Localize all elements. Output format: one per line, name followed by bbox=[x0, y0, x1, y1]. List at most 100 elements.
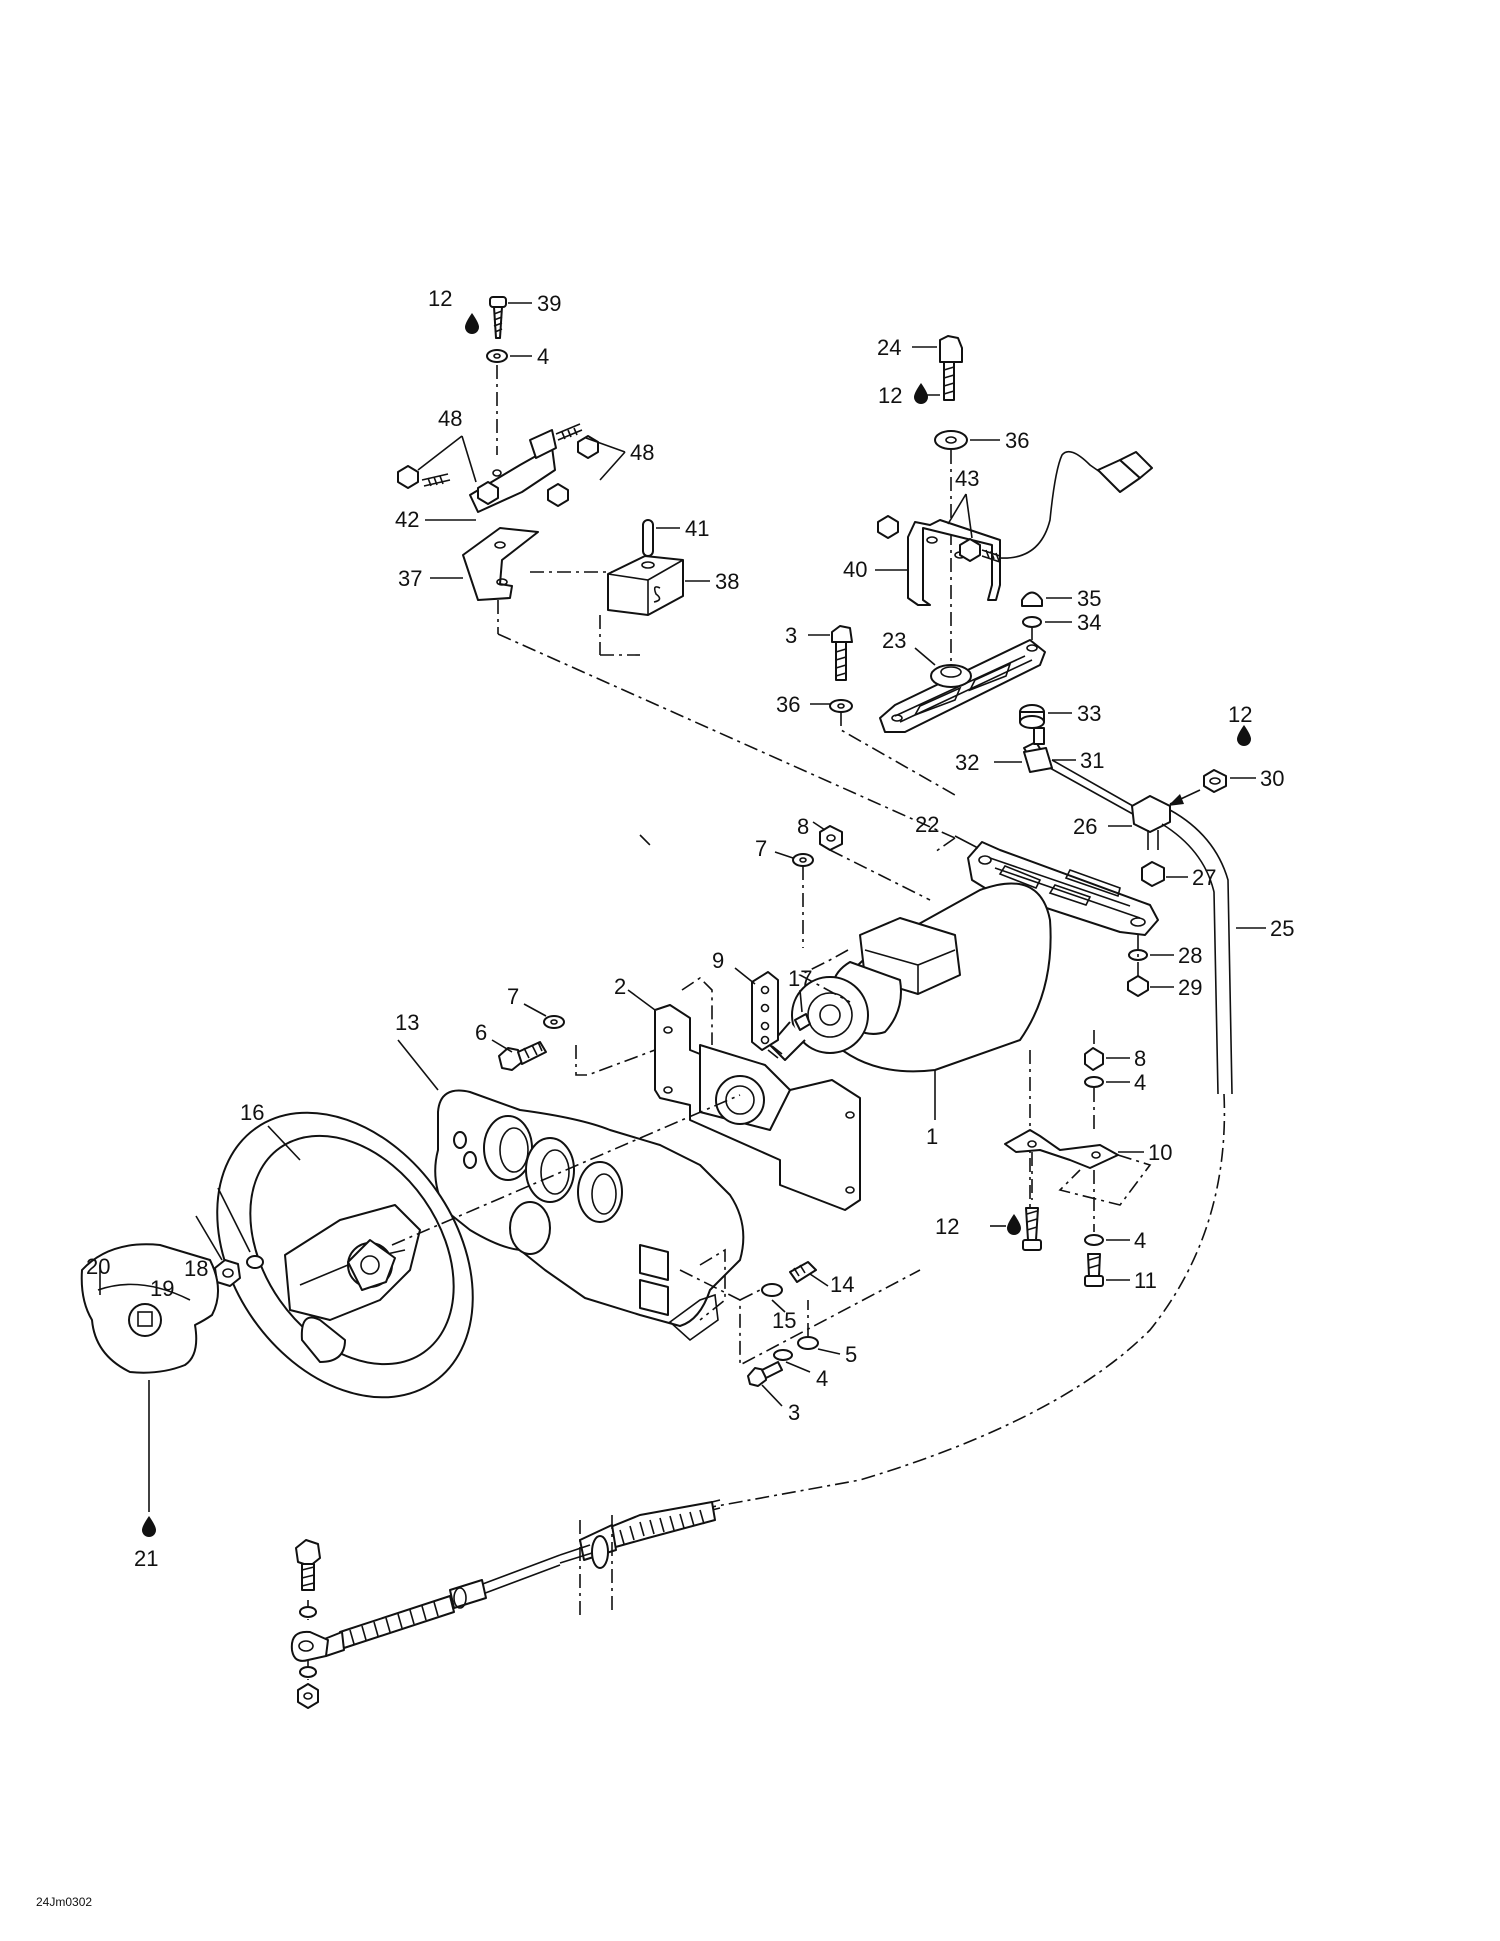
washer-34 bbox=[1022, 616, 1042, 628]
callout-22: 22 bbox=[915, 812, 939, 837]
washer-36 bbox=[934, 430, 968, 450]
bracket-40 bbox=[907, 519, 1001, 606]
lower-bracket-assembly bbox=[990, 1030, 1152, 1287]
callout-41: 41 bbox=[685, 516, 709, 541]
bolt-3-assembly bbox=[747, 1300, 841, 1407]
bracket-37 bbox=[462, 527, 539, 601]
oil-drop-icon bbox=[142, 1516, 156, 1537]
oil-drop-icon bbox=[1007, 1214, 1021, 1235]
console-panel-13 bbox=[397, 1039, 745, 1342]
callout-14: 14 bbox=[830, 1272, 854, 1297]
sensor-block-38 bbox=[607, 555, 684, 616]
nut-48-mid bbox=[477, 481, 499, 505]
washer-4-bottom bbox=[1084, 1234, 1104, 1246]
callout-6: 6 bbox=[475, 1020, 487, 1045]
washer-4-top bbox=[486, 349, 508, 363]
nut-29 bbox=[1127, 975, 1149, 997]
callout-8: 8 bbox=[797, 814, 809, 839]
callout-3: 3 bbox=[788, 1400, 800, 1425]
callout-48: 48 bbox=[630, 440, 654, 465]
screw-39 bbox=[489, 296, 507, 339]
callout-26: 26 bbox=[1073, 814, 1097, 839]
callout-4: 4 bbox=[537, 344, 549, 369]
callout-28: 28 bbox=[1178, 943, 1202, 968]
callout-21: 21 bbox=[134, 1546, 158, 1571]
oil-drop-icon bbox=[465, 313, 479, 334]
callout-11: 11 bbox=[1134, 1268, 1157, 1293]
mounting-plate-assembly bbox=[491, 821, 931, 1211]
nut-48-right bbox=[547, 483, 569, 507]
plate-10 bbox=[1004, 1129, 1119, 1169]
callout-34: 34 bbox=[1077, 610, 1101, 635]
fitting-27 bbox=[1141, 861, 1165, 887]
washer-36-left bbox=[829, 699, 853, 713]
nut-48-left bbox=[397, 465, 419, 489]
callout-16: 16 bbox=[240, 1100, 264, 1125]
callout-37: 37 bbox=[398, 566, 422, 591]
washer-5 bbox=[797, 1336, 819, 1350]
bolt-3-top bbox=[831, 625, 853, 681]
steering-cable-end-assembly bbox=[290, 1499, 721, 1709]
callout-4: 4 bbox=[816, 1366, 828, 1391]
rod-end-bolt bbox=[295, 1539, 321, 1591]
nut-8-lower bbox=[1084, 1047, 1104, 1071]
callout-12: 12 bbox=[1228, 702, 1252, 727]
washer-7-upper bbox=[792, 853, 814, 867]
wheel-nut-assembly bbox=[195, 1187, 264, 1287]
callout-29: 29 bbox=[1178, 975, 1202, 1000]
washer-15 bbox=[761, 1283, 783, 1297]
washer-4-lower bbox=[773, 1349, 793, 1361]
callout-20: 20 bbox=[86, 1254, 110, 1279]
fitting-31 bbox=[1023, 747, 1053, 773]
washer-7-lower bbox=[543, 1015, 565, 1029]
callout-27: 27 bbox=[1192, 865, 1216, 890]
washer-18 bbox=[246, 1255, 264, 1269]
callout-4: 4 bbox=[1134, 1228, 1146, 1253]
bracket-42 bbox=[469, 446, 556, 513]
nut-48-top bbox=[577, 435, 599, 459]
steering-control-body-1 bbox=[767, 882, 1052, 1238]
callout-12: 12 bbox=[935, 1214, 959, 1239]
nut-30 bbox=[1203, 769, 1227, 793]
callout-35: 35 bbox=[1077, 586, 1101, 611]
callout-4: 4 bbox=[1134, 1070, 1146, 1095]
steering-cover-20 bbox=[80, 1243, 219, 1374]
lubricant-icons bbox=[142, 313, 1251, 1537]
callout-labels: 12 39 4 48 48 42 41 37 38 24 12 36 43 40… bbox=[86, 286, 1294, 1571]
callout-31: 31 bbox=[1080, 748, 1104, 773]
callout-30: 30 bbox=[1260, 766, 1284, 791]
washer-4-mid bbox=[1084, 1076, 1104, 1088]
clip-17 bbox=[794, 1013, 811, 1031]
screw-14-assembly bbox=[679, 1261, 921, 1367]
oil-drop-icon bbox=[1237, 725, 1251, 746]
bolt-lower-12 bbox=[1022, 1207, 1042, 1251]
nut-43-right bbox=[959, 538, 981, 562]
callout-40: 40 bbox=[843, 557, 867, 582]
callout-5: 5 bbox=[845, 1342, 857, 1367]
bolt-24 bbox=[939, 335, 963, 401]
callout-24: 24 bbox=[877, 335, 901, 360]
callout-43: 43 bbox=[955, 466, 979, 491]
callout-7: 7 bbox=[507, 984, 519, 1009]
figure-reference-code: 24Jm0302 bbox=[36, 1895, 93, 1909]
callout-10: 10 bbox=[1148, 1140, 1172, 1165]
nut-43-left bbox=[877, 515, 899, 539]
callout-38: 38 bbox=[715, 569, 739, 594]
steering-wheel-16 bbox=[216, 1094, 741, 1399]
sensor-bracket-assembly bbox=[397, 296, 710, 656]
cap-nut-35 bbox=[1021, 591, 1043, 607]
callout-3: 3 bbox=[785, 623, 797, 648]
callout-2: 2 bbox=[614, 974, 626, 999]
callout-33: 33 bbox=[1077, 701, 1101, 726]
callout-36: 36 bbox=[776, 692, 800, 717]
bolt-11 bbox=[1084, 1253, 1104, 1287]
callout-9: 9 bbox=[712, 948, 724, 973]
callout-8: 8 bbox=[1134, 1046, 1146, 1071]
nut-8-upper bbox=[819, 825, 843, 851]
callout-32: 32 bbox=[955, 750, 979, 775]
callout-7: 7 bbox=[755, 836, 767, 861]
callout-17: 17 bbox=[788, 966, 812, 991]
callout-12: 12 bbox=[878, 383, 902, 408]
oil-drop-icon bbox=[914, 383, 928, 404]
nut-19 bbox=[214, 1259, 241, 1287]
